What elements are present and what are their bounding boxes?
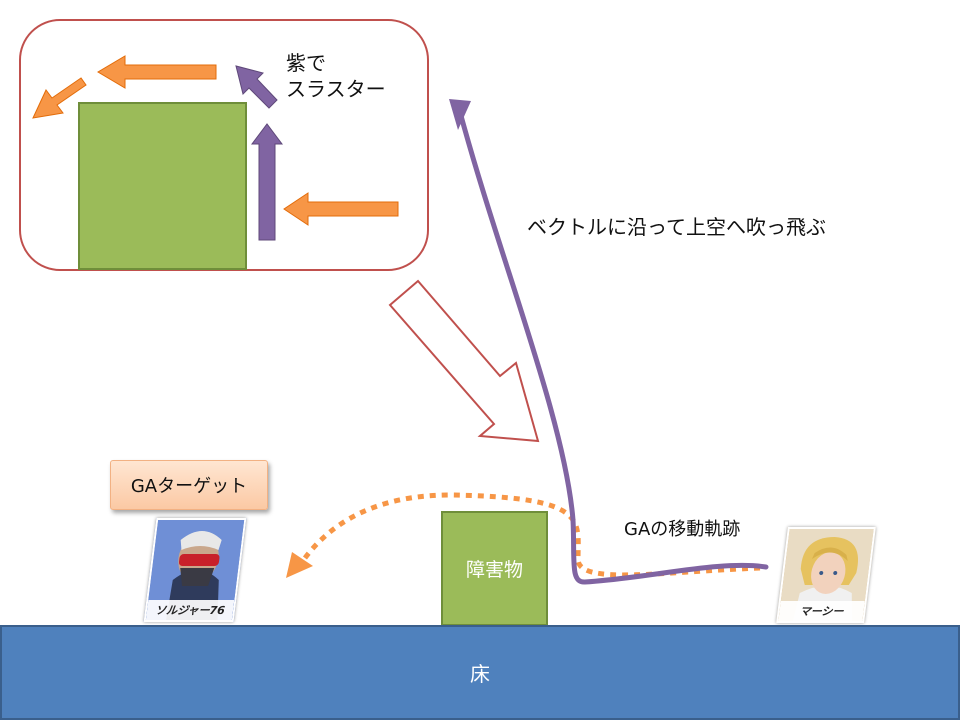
- inset-green-block: [79, 103, 246, 269]
- vector-caption: ベクトルに沿って上空へ吹っ飛ぶ: [527, 215, 826, 239]
- soldier-name-plate: ソルジャー76: [146, 600, 234, 620]
- outline-arrow: [390, 281, 538, 441]
- soldier-portrait: ソルジャー76: [144, 518, 247, 622]
- obstacle-label: 障害物: [466, 555, 523, 582]
- mercy-portrait: マーシー: [776, 527, 876, 623]
- thruster-label: 紫で スラスター: [286, 50, 386, 102]
- obstacle-block: 障害物: [441, 511, 548, 626]
- floor-label: 床: [470, 658, 490, 687]
- thruster-label-line1: 紫で: [286, 50, 386, 76]
- ga-target-box: GAターゲット: [110, 460, 268, 510]
- ga-target-label: GAターゲット: [131, 472, 247, 498]
- floor: 床: [0, 625, 960, 720]
- thruster-label-line2: スラスター: [286, 76, 386, 102]
- mercy-name-plate: マーシー: [778, 601, 864, 621]
- ga-path-label: GAの移動軌跡: [624, 519, 740, 541]
- purple-trajectory-arrowhead: [449, 99, 471, 130]
